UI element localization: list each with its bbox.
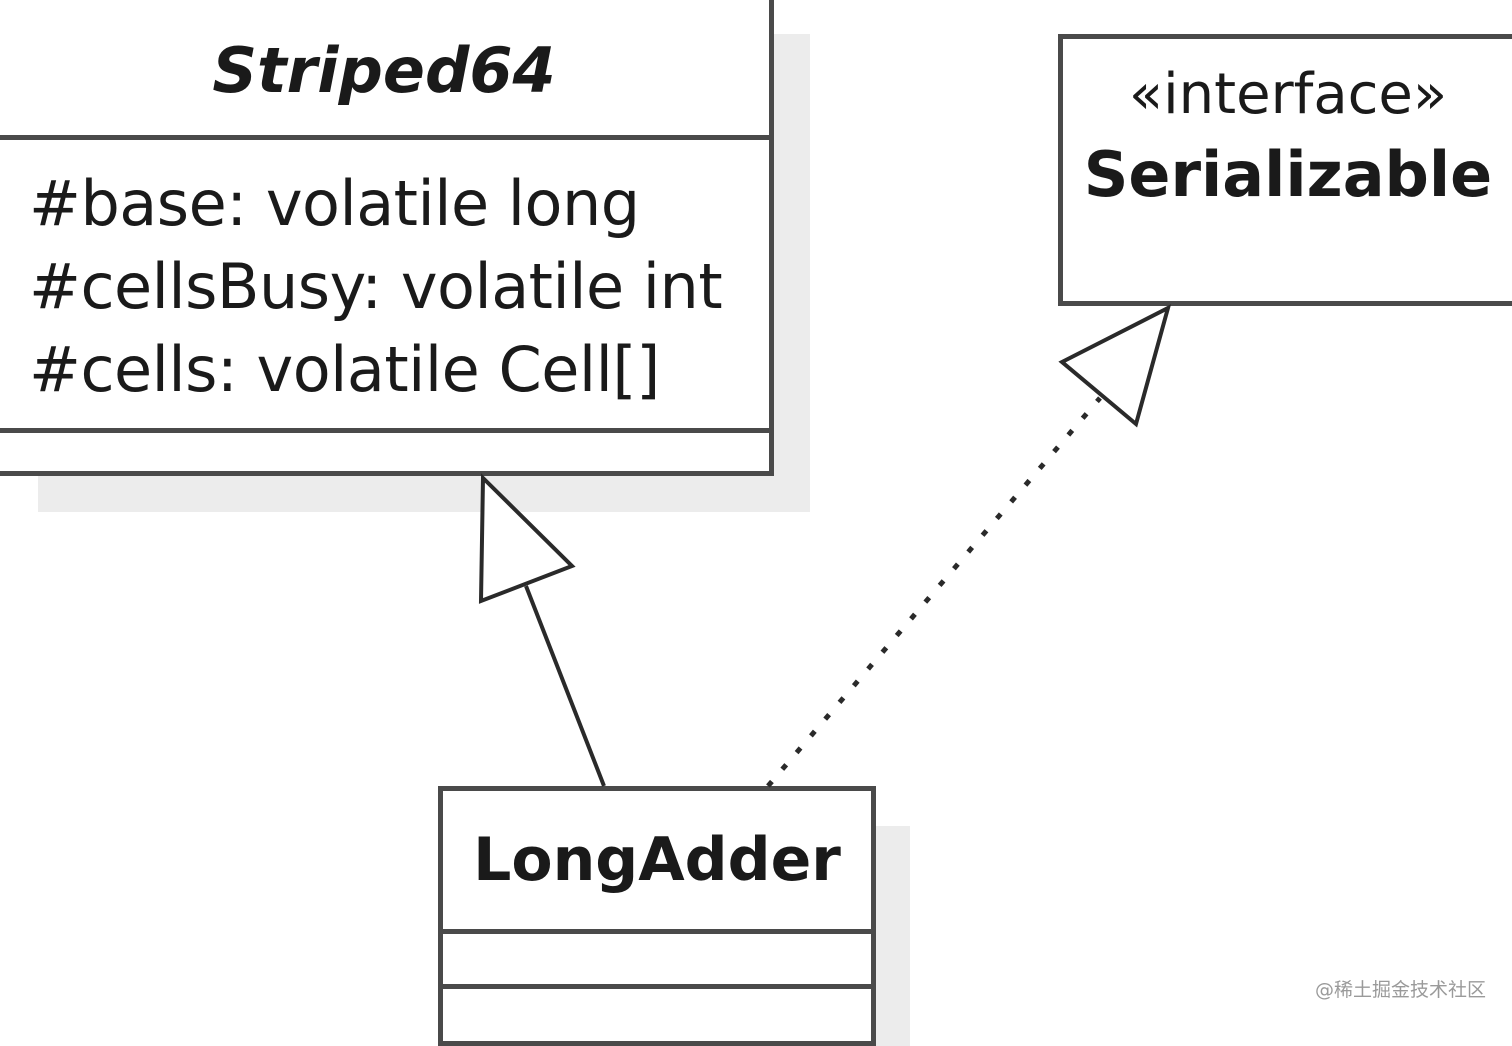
generalization-arrowhead bbox=[478, 473, 576, 604]
watermark: @稀土掘金技术社区 bbox=[1314, 979, 1486, 1001]
realization-arrowhead bbox=[1058, 304, 1172, 428]
generalization-line bbox=[524, 585, 606, 787]
longadder-name-compartment: LongAdder bbox=[443, 791, 871, 929]
interface-serializable[interactable]: «interface» Serializable bbox=[1058, 34, 1512, 306]
longadder-attributes-compartment bbox=[443, 929, 871, 984]
striped64-class-name: Striped64 bbox=[212, 33, 556, 107]
attribute-cells-busy: #cellsBusy: volatile int bbox=[29, 250, 723, 323]
class-striped64[interactable]: Striped64 #base: volatile long #cellsBus… bbox=[0, 0, 774, 476]
striped64-name-compartment: Striped64 bbox=[0, 0, 769, 135]
attribute-base: #base: volatile long bbox=[29, 167, 640, 240]
realization-line bbox=[766, 396, 1102, 788]
longadder-class-name: LongAdder bbox=[473, 825, 841, 895]
attribute-cells: #cells: volatile Cell[] bbox=[29, 333, 660, 406]
longadder-operations-compartment bbox=[443, 984, 871, 989]
serializable-stereotype: «interface» bbox=[1128, 62, 1448, 127]
class-longadder[interactable]: LongAdder bbox=[438, 786, 876, 1046]
striped64-operations-compartment bbox=[0, 428, 769, 476]
serializable-class-name: Serializable bbox=[1083, 138, 1493, 211]
striped64-attributes-compartment: #base: volatile long #cellsBusy: volatil… bbox=[0, 135, 769, 428]
